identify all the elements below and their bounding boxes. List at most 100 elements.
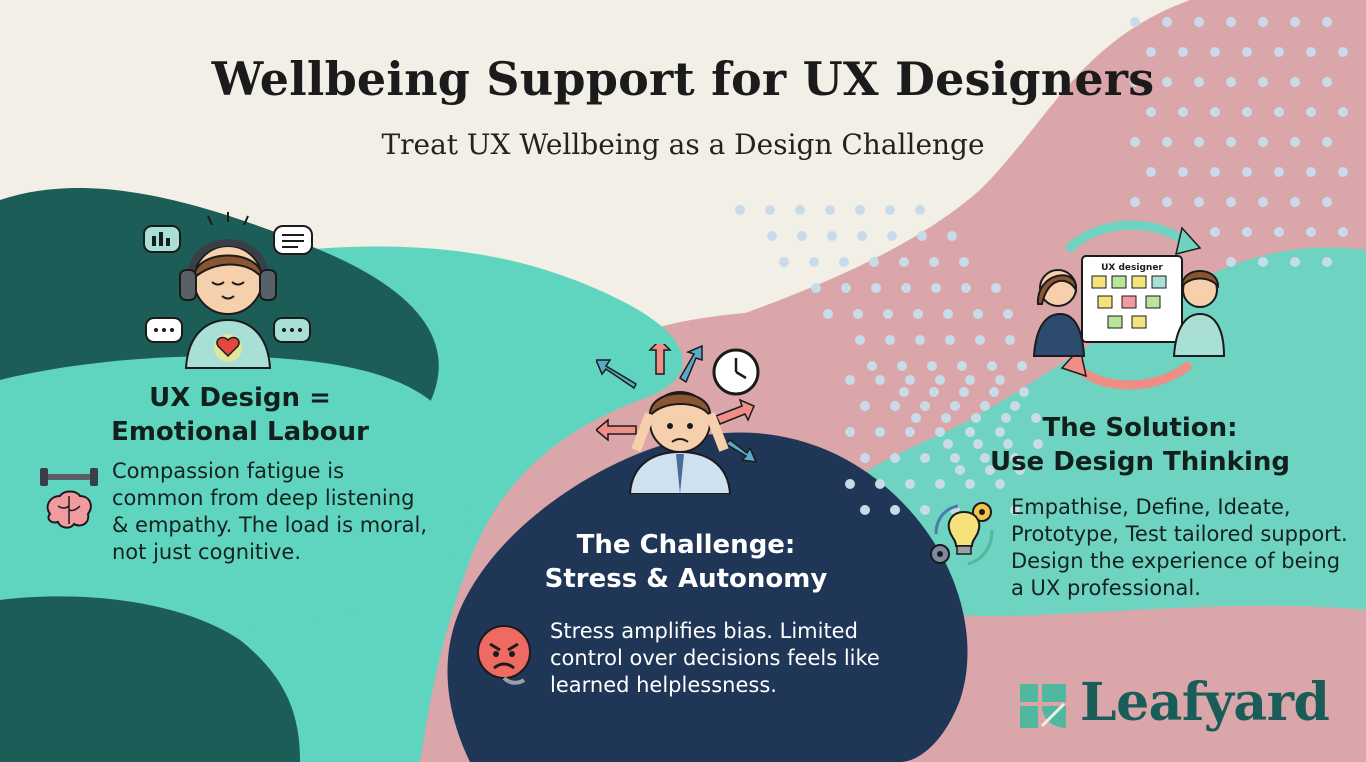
page-title: Wellbeing Support for UX Designers [211, 52, 1155, 106]
decorative-dot [995, 375, 1005, 385]
decorative-dot [901, 283, 911, 293]
decorative-dot [1306, 107, 1316, 117]
decorative-dot [995, 427, 1005, 437]
decorative-dot [841, 283, 851, 293]
decorative-dot [1010, 505, 1020, 515]
decorative-dot [905, 479, 915, 489]
decorative-dot [920, 453, 930, 463]
decorative-dot [1146, 47, 1156, 57]
decorative-dot [1194, 137, 1204, 147]
decorative-dot [927, 361, 937, 371]
brain-icon [46, 490, 92, 529]
decorative-dot [1146, 107, 1156, 117]
dot-pattern [735, 17, 1348, 515]
whiteboard-label: UX designer [1101, 263, 1163, 273]
decorative-dot [1178, 167, 1188, 177]
decorative-dot [980, 401, 990, 411]
section-3-heading: The Solution: Use Design Thinking [960, 411, 1320, 479]
decorative-dot [1274, 107, 1284, 117]
decorative-dot [1194, 77, 1204, 87]
decorative-dot [1194, 17, 1204, 27]
headphones-person-icon [143, 212, 313, 369]
decorative-dot [811, 283, 821, 293]
decorative-dot [931, 283, 941, 293]
decorative-dot [1162, 17, 1172, 27]
decorative-dot [779, 257, 789, 267]
decorative-dot [1210, 227, 1220, 237]
decorative-dot [965, 479, 975, 489]
decorative-dot [869, 257, 879, 267]
decorative-dot [890, 401, 900, 411]
decorative-dot [950, 453, 960, 463]
decorative-dot [1322, 77, 1332, 87]
decorative-dot [959, 387, 969, 397]
decorative-dot [1130, 137, 1140, 147]
decorative-dot [845, 427, 855, 437]
decorative-dot [915, 205, 925, 215]
decorative-dot [917, 231, 927, 241]
decorative-dot [943, 439, 953, 449]
section-1-heading-line2: Emotional Labour [111, 417, 369, 447]
decorative-dot [1162, 137, 1172, 147]
decorative-dot [1226, 77, 1236, 87]
decorative-dot [1306, 227, 1316, 237]
decorative-dot [973, 439, 983, 449]
decorative-dot [971, 413, 981, 423]
decorative-dot [1010, 401, 1020, 411]
decorative-dot [1031, 413, 1041, 423]
section-2-heading-line1: The Challenge: [576, 530, 796, 560]
brand-name: Leafyard [1080, 672, 1330, 733]
teal-dark-bottom [0, 596, 300, 762]
decorative-dot [989, 387, 999, 397]
section-2-heading-line2: Stress & Autonomy [544, 564, 828, 594]
decorative-dot [797, 231, 807, 241]
decorative-dot [1290, 137, 1300, 147]
decorative-dot [867, 361, 877, 371]
decorative-dot [1290, 197, 1300, 207]
decorative-dot [1258, 17, 1268, 27]
decorative-dot [1274, 227, 1284, 237]
arrows-icon [596, 344, 758, 463]
decorative-dot [1338, 227, 1348, 237]
cycle-arrows-icon [1060, 220, 1202, 390]
decorative-dot [911, 413, 921, 423]
decorative-dot [857, 231, 867, 241]
decorative-dot [890, 505, 900, 515]
decorative-dot [860, 505, 870, 515]
navy-blob [447, 432, 968, 762]
decorative-dot [945, 335, 955, 345]
decorative-dot [920, 505, 930, 515]
decorative-dot [913, 309, 923, 319]
decorative-dot [1146, 167, 1156, 177]
decorative-dot [1017, 361, 1027, 371]
decorative-dot [1322, 137, 1332, 147]
decorative-dot [845, 375, 855, 385]
decorative-dot [985, 465, 995, 475]
decorative-dot [995, 479, 1005, 489]
decorative-dot [767, 231, 777, 241]
sticky-notes [1091, 275, 1167, 329]
decorative-dot [735, 205, 745, 215]
decorative-dot [1226, 137, 1236, 147]
decorative-dot [765, 205, 775, 215]
decorative-dot [965, 375, 975, 385]
decorative-dot [887, 231, 897, 241]
decorative-dot [1130, 197, 1140, 207]
team-whiteboard-icon: UX designer [1032, 220, 1226, 390]
decorative-dot [1258, 197, 1268, 207]
decorative-dot [899, 257, 909, 267]
decorative-dot [943, 309, 953, 319]
decorative-dot [1210, 167, 1220, 177]
decorative-dot [897, 361, 907, 371]
decorative-dot [853, 309, 863, 319]
section-3-heading-line2: Use Design Thinking [989, 447, 1291, 477]
decorative-dot [965, 427, 975, 437]
decorative-dot [1226, 257, 1236, 267]
decorative-dot [1242, 167, 1252, 177]
decorative-dot [1178, 47, 1188, 57]
decorative-dot [871, 283, 881, 293]
decorative-dot [950, 401, 960, 411]
decorative-dot [1210, 107, 1220, 117]
decorative-dot [1178, 107, 1188, 117]
